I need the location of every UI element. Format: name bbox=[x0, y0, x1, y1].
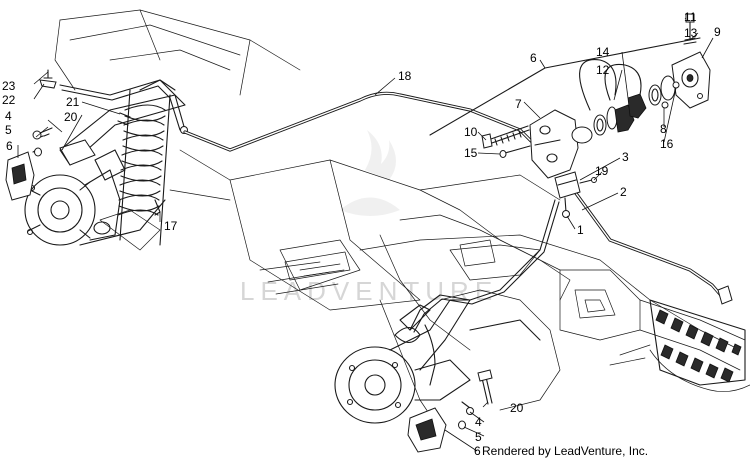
front-tire-tread bbox=[649, 299, 746, 386]
callout-19: 19 bbox=[595, 164, 609, 178]
callout-18: 18 bbox=[398, 69, 412, 83]
callout-7: 7 bbox=[515, 97, 522, 111]
callout-14: 14 bbox=[596, 45, 610, 59]
callout-6-group: 6 bbox=[530, 51, 537, 65]
callout-23: 23 bbox=[2, 79, 16, 93]
callout-5-front: 5 bbox=[475, 430, 482, 444]
callout-20-front: 20 bbox=[510, 401, 524, 415]
callout-20-left: 20 bbox=[64, 110, 78, 124]
callout-10: 10 bbox=[464, 125, 478, 139]
left-brake-line bbox=[59, 79, 188, 134]
callout-2: 2 bbox=[620, 185, 627, 199]
callout-labels: 1 2 3 4 5 6 4 5 6 6 7 8 9 10 11 12 13 14… bbox=[2, 10, 721, 458]
callout-12: 12 bbox=[596, 63, 610, 77]
callout-6-front: 6 bbox=[474, 444, 481, 458]
left-suspension-assembly bbox=[5, 69, 186, 246]
callout-11: 11 bbox=[684, 10, 697, 24]
callout-6-left: 6 bbox=[6, 139, 13, 153]
callout-3: 3 bbox=[622, 150, 629, 164]
junction-block bbox=[554, 171, 597, 218]
callout-4-front: 4 bbox=[475, 415, 482, 429]
callout-15: 15 bbox=[464, 146, 478, 160]
callout-9: 9 bbox=[714, 25, 721, 39]
brake-hose-2 bbox=[573, 190, 733, 305]
front-wheel-assembly bbox=[334, 299, 541, 453]
callout-8: 8 bbox=[660, 122, 667, 136]
leader-lines bbox=[17, 17, 714, 452]
watermark-text: LEADVENTURE bbox=[240, 276, 498, 306]
callout-1: 1 bbox=[577, 223, 584, 237]
credit-text: Rendered by LeadVenture, Inc. bbox=[482, 444, 648, 458]
callout-21: 21 bbox=[66, 95, 80, 109]
callout-5-left: 5 bbox=[5, 123, 12, 137]
callout-16: 16 bbox=[660, 137, 674, 151]
watermark-logo bbox=[340, 130, 400, 216]
callout-4-left: 4 bbox=[5, 109, 12, 123]
callout-13: 13 bbox=[684, 26, 698, 40]
callout-17: 17 bbox=[164, 219, 178, 233]
callout-22: 22 bbox=[2, 93, 16, 107]
master-cylinder-exploded bbox=[429, 13, 711, 179]
brake-hose-18 bbox=[183, 91, 562, 172]
